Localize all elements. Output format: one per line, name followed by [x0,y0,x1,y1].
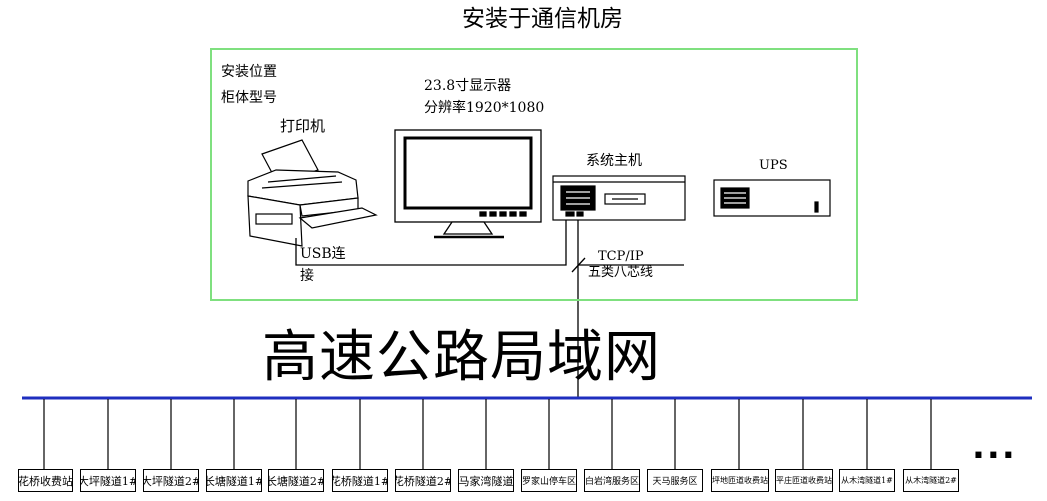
install-position-label: 安装位置 [221,64,277,80]
station-box: 花桥隧道1# [332,469,388,492]
station-box: 马家湾隧道 [458,469,514,492]
station-box: 从木湾隧道2# [903,469,959,492]
usb-label-line2: 接 [300,268,314,284]
tcp-ip-cable [571,220,684,398]
ups-icon [713,179,831,217]
station-box: 平庄匝道收费站 [775,469,833,492]
station-box: 坪地匝道收费站 [711,469,769,492]
usb-label-line1: USB连 [300,246,346,262]
lan-title: 高速公路局域网 [262,325,661,390]
communication-room-box [210,48,858,301]
station-box: 长塘隧道1# [206,469,262,492]
station-box: 天马服务区 [647,469,703,492]
station-box: 大坪隧道2# [143,469,199,492]
cable-type-label: 五类八芯线 [588,265,654,280]
monitor-icon [394,129,542,239]
station-drops [43,399,932,470]
monitor-size-label: 23.8寸显示器 [424,78,512,94]
station-box: 罗家山停车区 [521,469,577,492]
ups-label: UPS [759,158,788,173]
cabinet-model-label: 柜体型号 [221,90,277,106]
monitor-resolution-label: 分辨率1920*1080 [424,100,545,116]
station-box: 从木湾隧道1# [839,469,895,492]
station-box: 大坪隧道1# [80,469,136,492]
station-box: 长塘隧道2# [268,469,324,492]
station-box: 白岩湾服务区 [584,469,640,492]
printer-icon [247,139,378,247]
more-ellipsis: ... [972,427,1017,467]
station-box: 花桥收费站 [18,469,73,492]
host-label: 系统主机 [586,153,642,169]
station-box: 花桥隧道2# [395,469,451,492]
usb-cable [295,220,567,266]
host-computer-icon [552,175,686,221]
printer-label: 打印机 [280,117,326,135]
tcp-ip-label: TCP/IP [598,249,644,264]
room-title: 安装于通信机房 [462,6,623,32]
